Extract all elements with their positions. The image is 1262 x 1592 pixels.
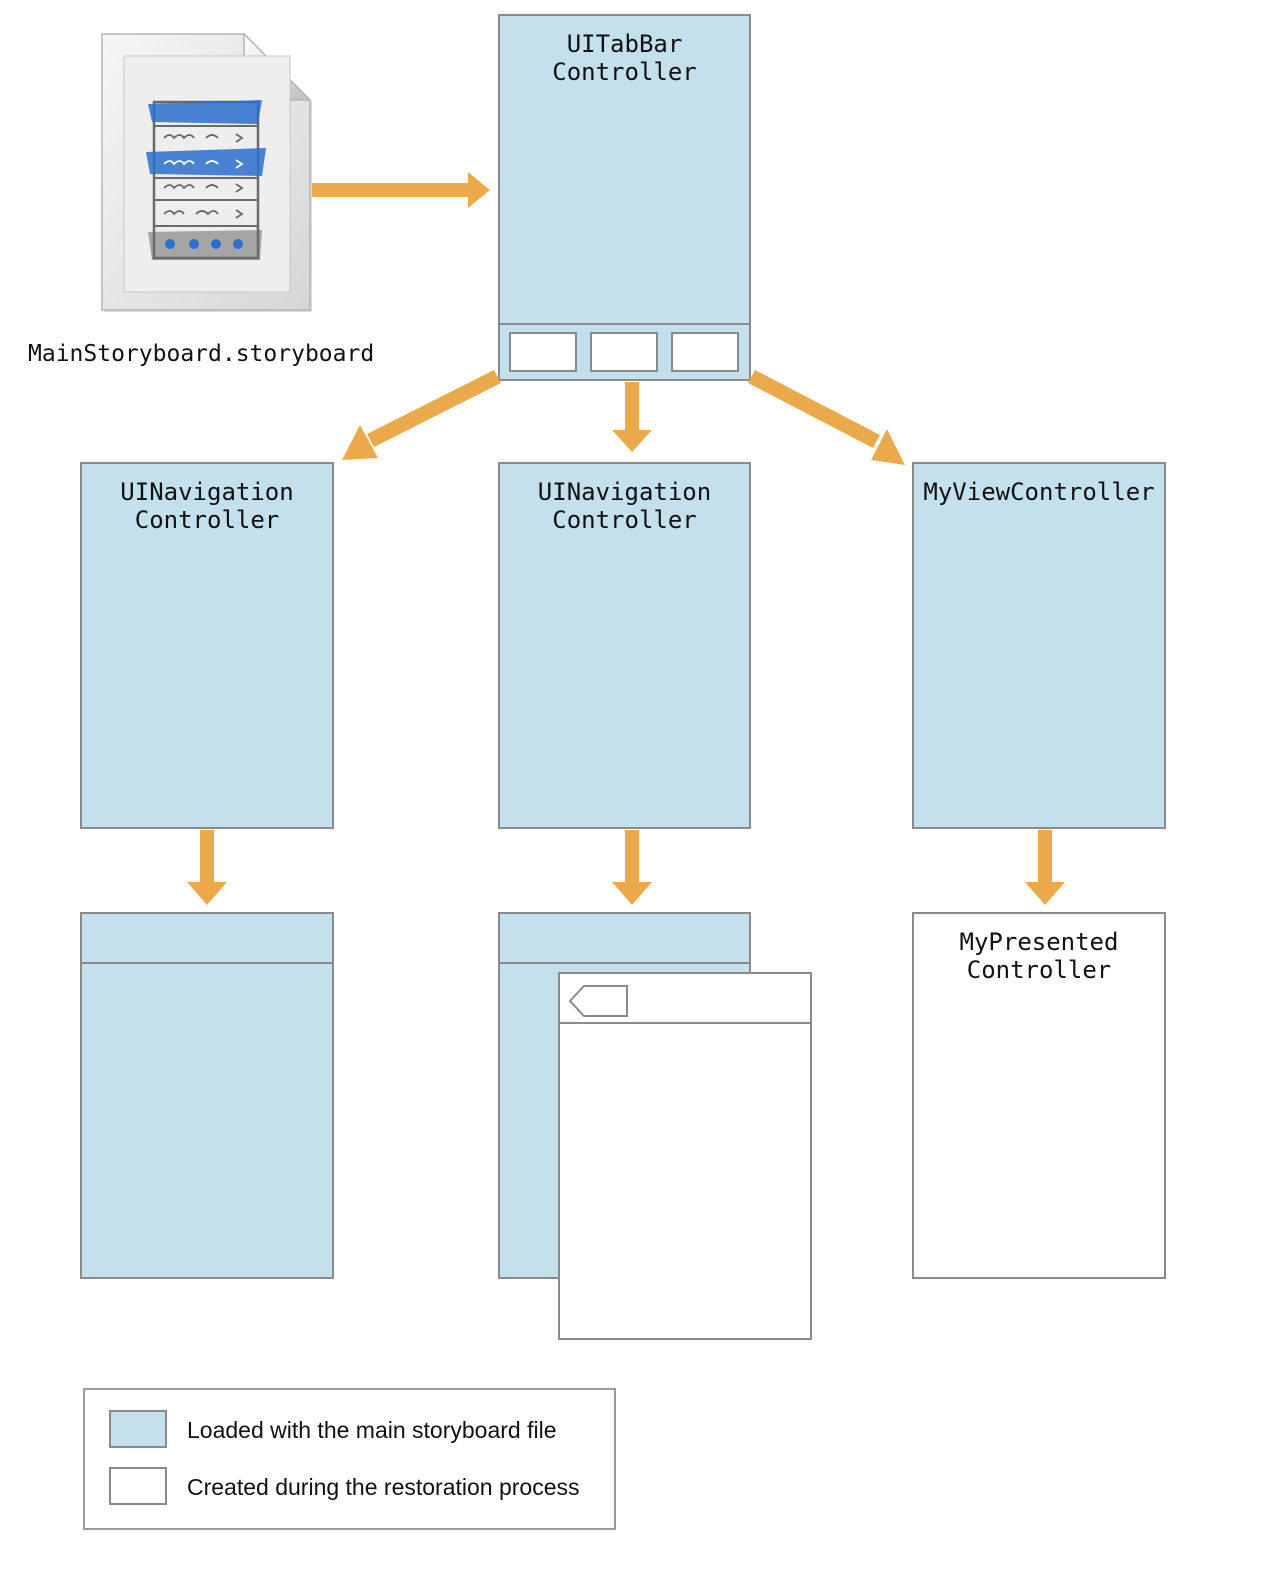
back-button-icon: [568, 985, 628, 1017]
tab-bar-item-1: [509, 332, 577, 372]
arrow-tabbar-to-left-nav: [342, 370, 501, 460]
tab-bar-controller-title: UITabBar Controller: [552, 30, 697, 86]
storyboard-file-caption: MainStoryboard.storyboard: [28, 341, 375, 367]
nav-controller-left-title: UINavigation Controller: [120, 478, 294, 534]
nav-controller-middle-title: UINavigation Controller: [537, 478, 712, 534]
tab-bar-controller-box: UITabBar Controller: [498, 14, 751, 381]
my-presented-controller-box: MyPresented Controller: [912, 912, 1166, 1279]
storyboard-file-icon: [101, 32, 312, 312]
left-child-nav-bar-divider: [82, 962, 332, 964]
arrow-tabbar-to-my-view-controller: [748, 370, 905, 465]
my-view-controller-box: MyViewController: [912, 462, 1166, 829]
arrow-storyboard-to-tabbar: [312, 172, 490, 208]
legend-swatch-loaded: [109, 1410, 167, 1448]
arrow-left-nav-to-child: [187, 830, 227, 905]
tab-bar-item-3: [671, 332, 739, 372]
my-presented-controller-title: MyPresented Controller: [959, 928, 1119, 984]
tab-bar-divider: [500, 323, 749, 325]
middle-child-nav-bar-divider: [500, 962, 749, 964]
legend: Loaded with the main storyboard file Cre…: [83, 1388, 616, 1530]
legend-label-loaded: Loaded with the main storyboard file: [187, 1417, 557, 1443]
left-child-view-box: [80, 912, 334, 1279]
nav-controller-middle-box: UINavigation Controller: [498, 462, 751, 829]
my-view-controller-title: MyViewController: [923, 478, 1155, 506]
middle-pushed-view-box: [558, 972, 812, 1340]
middle-pushed-nav-bar-divider: [560, 1022, 810, 1024]
legend-label-created: Created during the restoration process: [187, 1474, 580, 1500]
nav-controller-left-box: UINavigation Controller: [80, 462, 334, 829]
legend-swatch-created: [109, 1467, 167, 1505]
tab-bar-item-2: [590, 332, 658, 372]
arrow-middle-nav-to-child: [612, 830, 652, 905]
arrow-tabbar-to-middle-nav: [612, 382, 652, 452]
arrow-my-view-controller-to-presented: [1025, 830, 1065, 905]
